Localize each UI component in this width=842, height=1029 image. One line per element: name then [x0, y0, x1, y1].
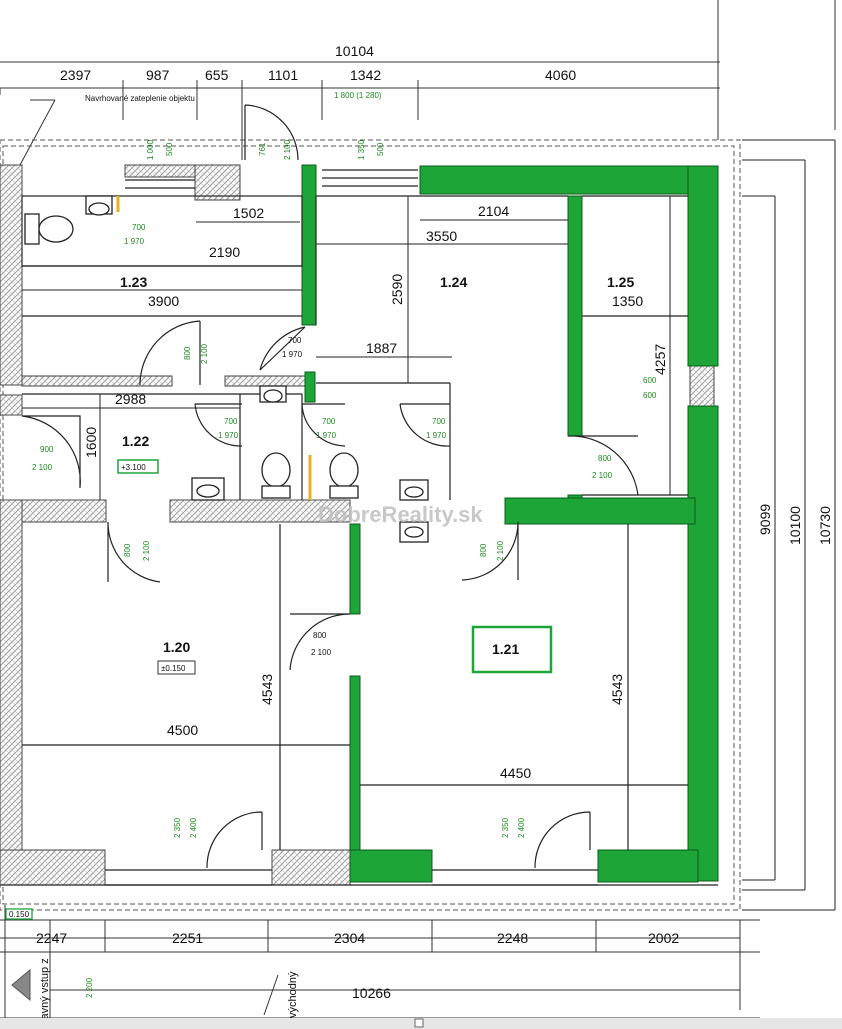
room-1-23-width: 3900 — [148, 293, 179, 309]
window-500: 500 — [165, 142, 174, 156]
room-1-21-label: 1.21 — [492, 641, 519, 657]
room-1-20-tag: ±0.150 — [161, 664, 186, 673]
bottom-dimension-chain — [0, 920, 741, 1016]
room-1-22-level: +3.100 — [121, 463, 146, 472]
door-1970-d: 1 970 — [316, 431, 337, 440]
room-1-24-label: 1.24 — [440, 274, 467, 290]
corner-tag: 0.150 — [9, 910, 30, 919]
door-761-h: 2 100 — [283, 139, 292, 160]
door-900: 900 — [40, 445, 54, 454]
window-1000: 1 000 — [146, 139, 155, 160]
right-dim-1: 9099 — [757, 504, 773, 535]
door-700-e: 700 — [432, 417, 446, 426]
door-2350-b: 2 350 — [501, 817, 510, 838]
room-1-25-height: 4257 — [652, 344, 668, 375]
door-761: 761 — [258, 142, 267, 156]
bottom-dim-4: 2248 — [497, 930, 528, 946]
room-1-23-inner: 2190 — [209, 244, 240, 260]
room-1-21-width: 4450 — [500, 765, 531, 781]
door-1970-e: 1 970 — [426, 431, 447, 440]
corner-tag-box — [5, 908, 33, 920]
top-dim-1: 2397 — [60, 67, 91, 83]
door-700-d: 700 — [322, 417, 336, 426]
window-600-a: 600 — [643, 376, 657, 385]
room-1-24-top: 2104 — [478, 203, 509, 219]
sanitary-fixtures — [24, 195, 429, 543]
door-800-e: 800 — [479, 543, 488, 557]
room-1-20-tag-box — [157, 660, 196, 675]
door-700-c: 700 — [224, 417, 238, 426]
bottom-dim-3: 2304 — [334, 930, 365, 946]
top-dim-2: 987 — [146, 67, 170, 83]
door-900-h: 2 100 — [32, 463, 53, 472]
window-600-b: 600 — [643, 391, 657, 400]
door-1970-a: 1 970 — [124, 237, 145, 246]
room-1-22-height: 1600 — [83, 427, 99, 458]
room-1-24-height: 2590 — [389, 274, 405, 305]
door-800-b: 800 — [313, 631, 327, 640]
right-dim-3: 10730 — [817, 506, 833, 545]
door-swings — [21, 104, 639, 869]
door-1970-b: 1 970 — [282, 350, 303, 359]
room-1-22-label: 1.22 — [122, 433, 149, 449]
door-800-a: 800 — [598, 454, 612, 463]
watermark: DobreReality.sk — [318, 502, 483, 527]
door-2400-b: 2 400 — [517, 817, 526, 838]
room-1-22-width: 2988 — [115, 391, 146, 407]
room-1-25-width: 1350 — [612, 293, 643, 309]
entrance-label: hlavný vstup z — [39, 958, 51, 1028]
room-1-21-height: 4543 — [609, 674, 625, 705]
bottom-dim-5: 2002 — [648, 930, 679, 946]
door-1970-c: 1 970 — [218, 431, 239, 440]
top-overall-dimension: 10104 — [335, 43, 374, 59]
top-dim-6: 4060 — [545, 67, 576, 83]
insulation-note: Navrhované zateplenie objektu — [85, 94, 195, 103]
door-800-a-h: 2 100 — [592, 471, 613, 480]
door-800-c: 800 — [183, 346, 192, 360]
door-800-c-h: 2 100 — [200, 343, 209, 364]
room-1-24-width: 3550 — [426, 228, 457, 244]
east-label: východný — [287, 971, 299, 1018]
door-700-a: 700 — [132, 223, 146, 232]
door-2350-a: 2 350 — [173, 817, 182, 838]
bottom-dim-2: 2251 — [172, 930, 203, 946]
room-1-25-label: 1.25 — [607, 274, 634, 290]
room-1-24-inner: 1887 — [366, 340, 397, 356]
door-2400-a: 2 400 — [189, 817, 198, 838]
right-dim-2: 10100 — [787, 506, 803, 545]
bottom-dim-1: 2247 — [36, 930, 67, 946]
room-1-22-level-box — [117, 459, 159, 474]
top-dim-4: 1101 — [268, 67, 298, 83]
internal-dimension-lines — [22, 139, 836, 911]
room-1-21-label-box — [471, 625, 553, 674]
window-500-b: 500 — [376, 142, 385, 156]
room-1-20-height: 4543 — [259, 674, 275, 705]
new-walls-green — [301, 164, 719, 883]
bottom-overall-dimension: 10266 — [352, 985, 391, 1001]
insulation-boundary — [0, 139, 741, 911]
window-1350: 1 350 — [357, 139, 366, 160]
door-annotations: 700 1 970 700 1 970 700 1 970 700 1 970 … — [32, 139, 657, 838]
hatched-walls — [0, 164, 715, 886]
door-800-e-h: 2 100 — [496, 540, 505, 561]
top-dimension-chain — [0, 80, 719, 166]
door-800-d: 800 — [123, 543, 132, 557]
scrollbar-thumb[interactable] — [414, 1018, 424, 1028]
door-800-d-h: 2 100 — [142, 540, 151, 561]
door-800-b-h: 2 100 — [311, 648, 332, 657]
door-700-b: 700 — [288, 336, 302, 345]
room-1-20-label: 1.20 — [163, 639, 190, 655]
bottom-small-dim: 2 200 — [85, 977, 94, 998]
top-dim-5: 1342 — [350, 67, 381, 83]
fixture-accents — [116, 196, 312, 500]
top-opening-note: 1 800 (1 280) — [334, 91, 382, 100]
room-1-23-label: 1.23 — [120, 274, 147, 290]
room-1-20-width: 4500 — [167, 722, 198, 738]
top-dim-3: 655 — [205, 67, 229, 83]
room-1-23-niche: 1502 — [233, 205, 264, 221]
